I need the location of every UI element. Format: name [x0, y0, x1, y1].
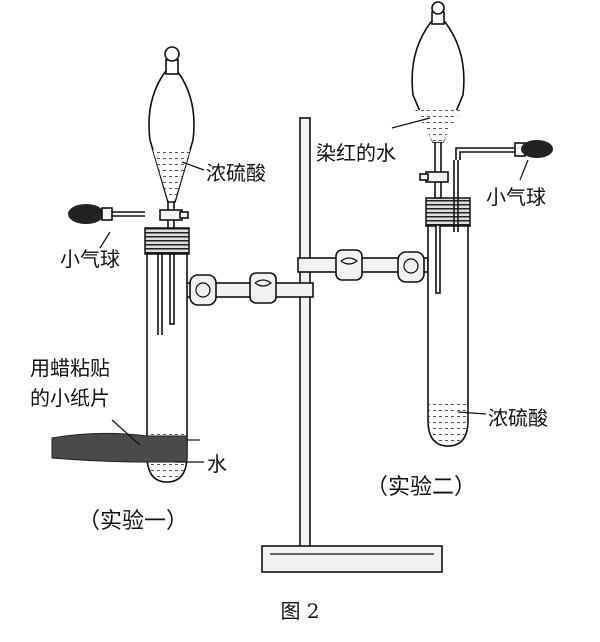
balloon-2 [521, 140, 553, 158]
balloon-1 [68, 204, 104, 224]
ring-stand [261, 117, 443, 573]
label-paper-line1: 用蜡粘贴 [30, 356, 110, 380]
caption-experiment-two: （实验二） [366, 475, 476, 500]
clamp-left [167, 272, 314, 306]
label-balloon-1: 小气球 [60, 247, 120, 271]
caption-experiment-one: （实验一） [78, 509, 188, 534]
label-dyed-water: 染红的水 [316, 141, 396, 165]
label-water: 水 [207, 452, 227, 476]
label-paper-line2: 的小纸片 [30, 386, 110, 410]
wax-paper-strip [51, 432, 188, 463]
label-sulfuric-acid-1: 浓硫酸 [206, 161, 266, 185]
label-balloon-2: 小气球 [486, 185, 546, 209]
test-tube-1 [146, 250, 188, 483]
stand-rod [299, 117, 311, 551]
sulfuric-acid-2 [429, 402, 467, 445]
experiment-one-apparatus [51, 46, 200, 483]
stopper-2 [425, 197, 471, 227]
clamp-right [297, 249, 429, 283]
stopper-1 [144, 227, 190, 255]
experiment-two-apparatus [411, 1, 553, 447]
label-sulfuric-acid-2: 浓硫酸 [488, 406, 548, 430]
figure-caption: 图 2 [280, 599, 319, 623]
stand-base [261, 545, 443, 573]
